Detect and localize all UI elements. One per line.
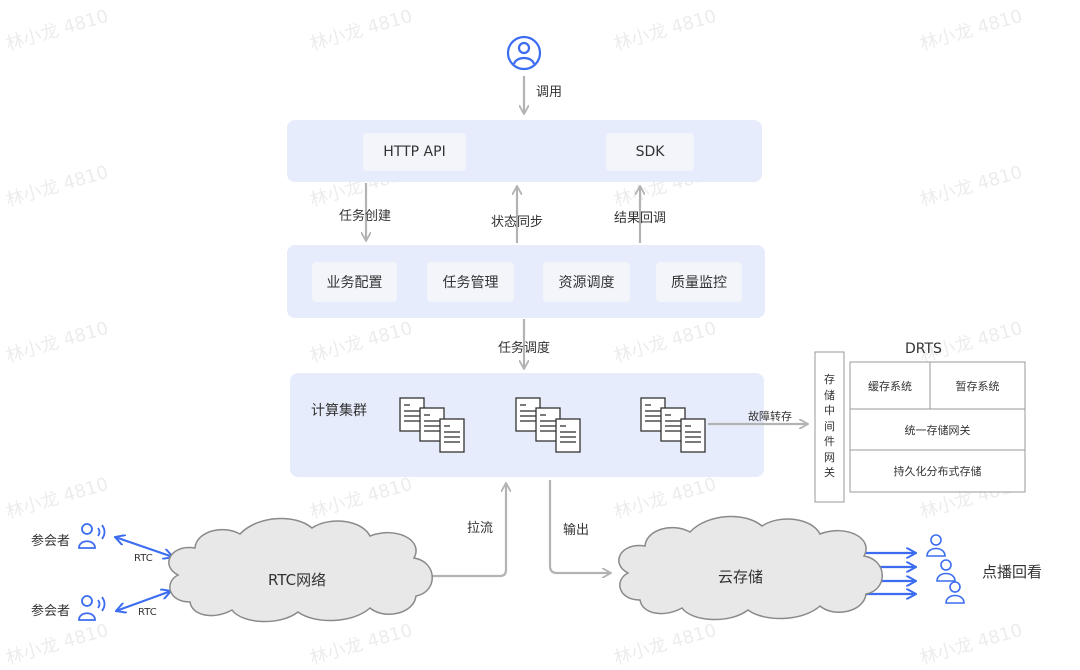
cloud-storage-label: 云存储	[718, 568, 764, 586]
participant-label: 参会者	[31, 604, 71, 619]
result-callback-label: 结果回调	[614, 211, 667, 226]
call-label: 调用	[536, 85, 563, 100]
drts-title: DRTS	[905, 341, 942, 357]
pull-stream-arrow	[432, 483, 506, 578]
drts-box	[849, 361, 1026, 493]
document-stack-icon	[640, 397, 706, 453]
compute-cluster-label: 计算集群	[311, 403, 367, 419]
rtc-label-top: RTC	[134, 553, 153, 564]
storage-gateway-box	[814, 351, 845, 503]
rtc-arrow-bottom	[116, 591, 171, 611]
output-arrow	[548, 480, 611, 573]
failover-label: 故障转存	[748, 410, 792, 423]
viewers-group-icon	[926, 534, 965, 604]
rtc-network-label: RTC网络	[268, 571, 327, 589]
service-resource-scheduling: 资源调度	[543, 262, 630, 302]
cache-system-cell: 缓存系统	[868, 379, 912, 393]
participant-label: 参会者	[31, 534, 71, 549]
participant-speaker-icon	[78, 595, 106, 621]
service-task-management: 任务管理	[427, 262, 514, 302]
cloud-storage-cloud	[618, 515, 883, 621]
user-icon	[506, 35, 542, 71]
participant-speaker-icon	[78, 523, 106, 549]
output-label: 输出	[563, 523, 590, 538]
vod-playback-label: 点播回看	[982, 563, 1043, 581]
unified-gateway-cell: 统一存储网关	[904, 423, 971, 437]
service-business-config: 业务配置	[312, 262, 397, 302]
temp-storage-cell: 暂存系统	[955, 379, 1000, 393]
document-stack-icon	[515, 397, 581, 453]
http-api-box: HTTP API	[363, 133, 466, 171]
rtc-label-bottom: RTC	[138, 607, 157, 618]
pull-stream-label: 拉流	[467, 521, 494, 536]
task-dispatch-label: 任务调度	[498, 341, 551, 356]
storage-gateway-text: 存 储 中 间 件 网 关	[824, 373, 835, 479]
rtc-arrow-top	[115, 537, 173, 557]
sdk-box: SDK	[606, 133, 694, 171]
persistent-storage-cell: 持久化分布式存储	[893, 465, 982, 478]
service-quality-monitoring: 质量监控	[656, 262, 742, 302]
rtc-network-cloud	[168, 517, 433, 623]
status-sync-label: 状态同步	[491, 215, 544, 230]
document-stack-icon	[399, 397, 465, 453]
task-create-label: 任务创建	[339, 209, 392, 224]
